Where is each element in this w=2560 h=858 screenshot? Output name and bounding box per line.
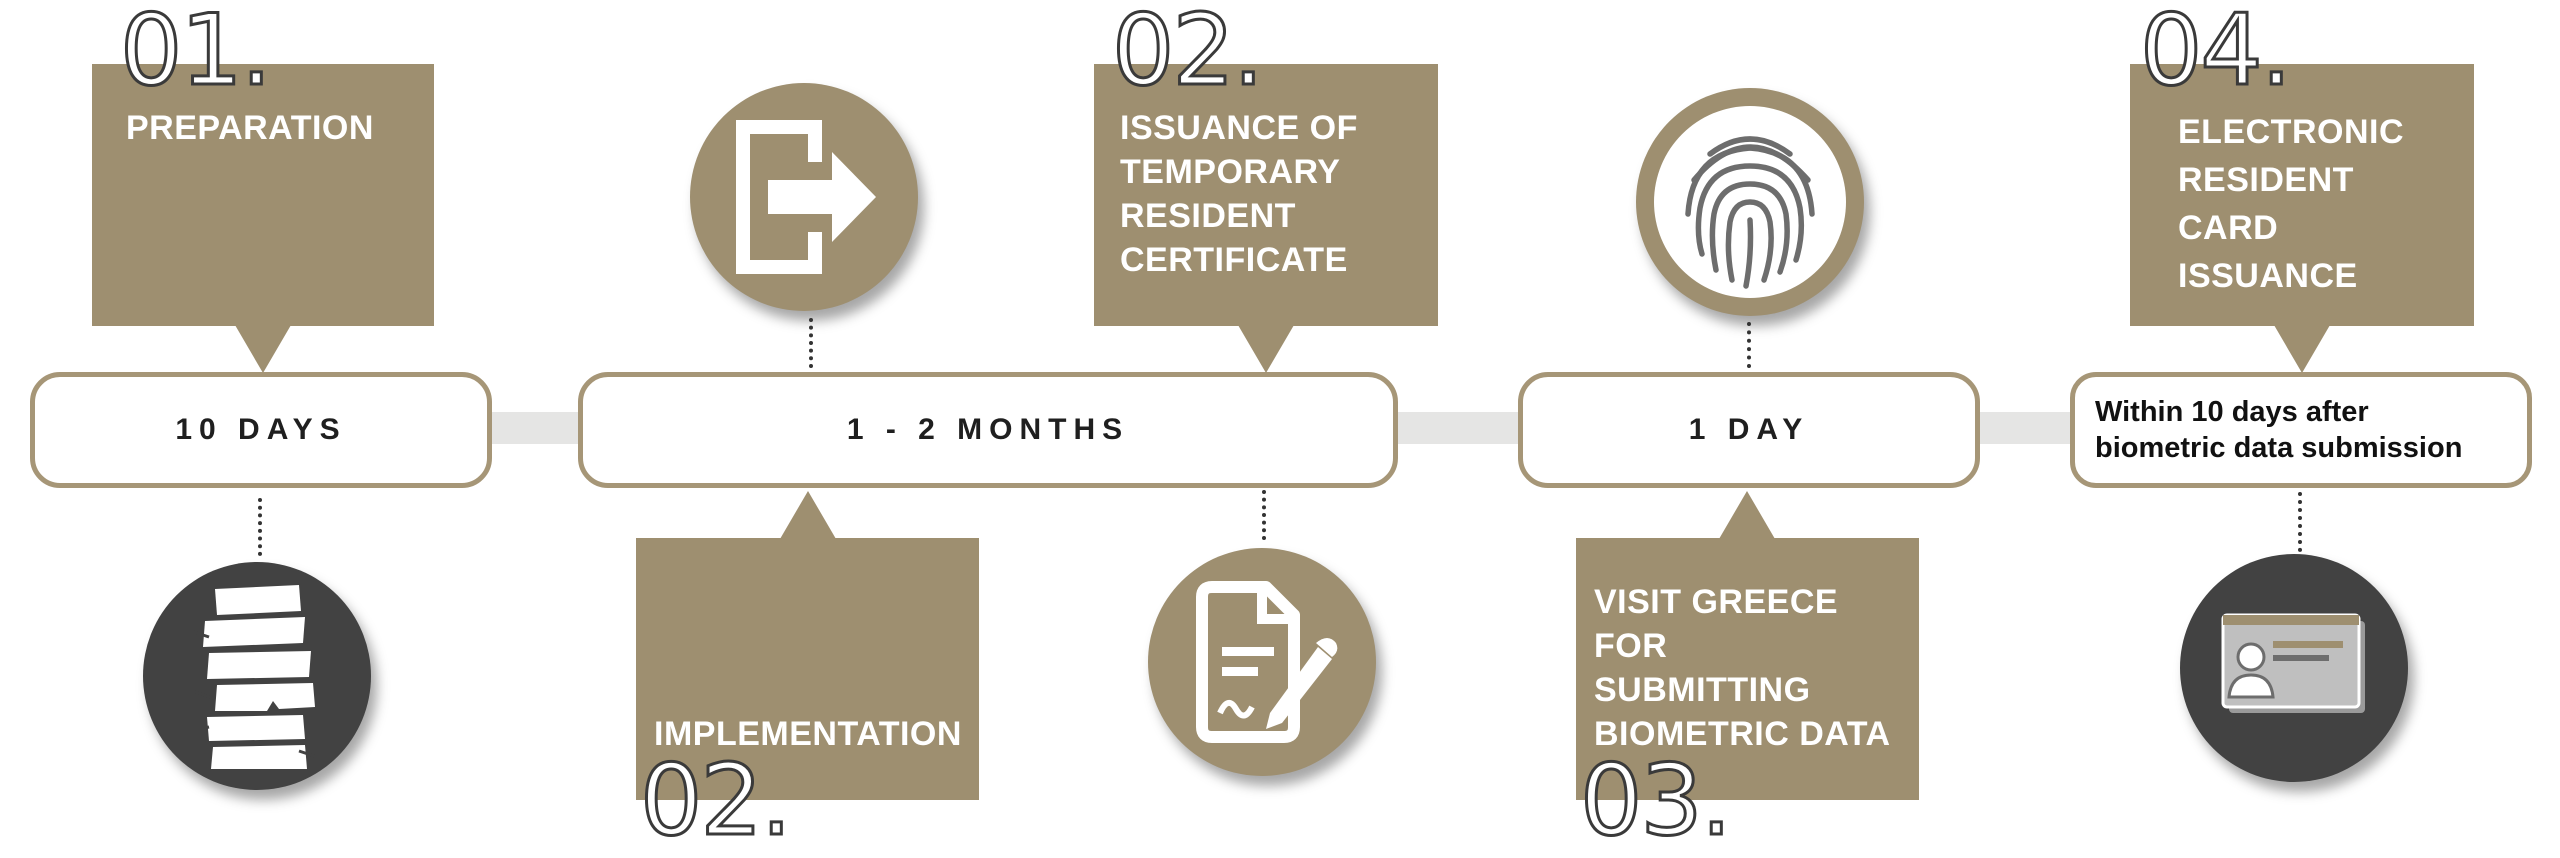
pointer-preparation: [235, 325, 291, 373]
document-stack-circle: [143, 562, 371, 790]
step-title-implementation: IMPLEMENTATION: [654, 715, 962, 753]
step-card-temporary-certificate: ISSUANCE OF TEMPORARY RESIDENT CERTIFICA…: [1094, 64, 1438, 326]
exit-arrow-circle: [690, 83, 918, 311]
step-number-03: 03.: [1579, 744, 1734, 858]
pointer-card-issuance: [2274, 325, 2330, 373]
duration-label: 1 - 2 MONTHS: [846, 413, 1130, 446]
duration-label: 10 DAYS: [175, 413, 347, 446]
timeline-track-1: [490, 412, 580, 444]
signed-document-circle: [1148, 548, 1376, 776]
pointer-temporary-certificate: [1238, 325, 1294, 373]
duration-note: Within 10 days after biometric data subm…: [2095, 396, 2463, 464]
step-title-biometric: VISIT GREECE FOR SUBMITTING BIOMETRIC DA…: [1594, 583, 1891, 753]
duration-label: 1 DAY: [1688, 413, 1810, 446]
pointer-biometric: [1719, 491, 1775, 539]
step-title-card-issuance: ELECTRONIC RESIDENT CARD ISSUANCE: [2178, 113, 2404, 295]
id-card-icon: [2221, 613, 2365, 713]
step-number-04: 04.: [2139, 0, 2294, 108]
step-number-02-bottom: 02.: [639, 744, 794, 858]
signed-document-icon: [1196, 581, 1338, 743]
dotted-connector: [1262, 490, 1266, 540]
step-card-biometric: VISIT GREECE FOR SUBMITTING BIOMETRIC DA…: [1576, 538, 1919, 800]
step-card-preparation: PREPARATION: [92, 64, 434, 326]
step-number-01: 01.: [119, 0, 274, 108]
dotted-connector: [809, 318, 813, 368]
step-card-card-issuance: ELECTRONIC RESIDENT CARD ISSUANCE: [2130, 64, 2474, 326]
fingerprint-icon: [1654, 106, 1846, 298]
dotted-connector: [2298, 492, 2302, 552]
duration-pill-1-2-months: 1 - 2 MONTHS: [578, 372, 1398, 488]
duration-pill-within-10-days: Within 10 days after biometric data subm…: [2070, 372, 2532, 488]
step-title-temporary-certificate: ISSUANCE OF TEMPORARY RESIDENT CERTIFICA…: [1120, 109, 1358, 279]
duration-pill-10-days: 10 DAYS: [30, 372, 492, 488]
pointer-implementation: [780, 491, 836, 539]
timeline-track-3: [1978, 412, 2073, 444]
id-card-circle: [2180, 554, 2408, 782]
dotted-connector: [258, 498, 262, 556]
step-title-preparation: PREPARATION: [126, 109, 374, 147]
duration-pill-1-day: 1 DAY: [1518, 372, 1980, 488]
step-number-02-top: 02.: [1111, 0, 1266, 108]
document-stack-icon: [190, 585, 318, 769]
exit-arrow-icon: [736, 120, 876, 274]
dotted-connector: [1747, 322, 1751, 368]
step-card-implementation: IMPLEMENTATION: [636, 538, 979, 800]
timeline-track-2: [1395, 412, 1520, 444]
fingerprint-circle: [1636, 88, 1864, 316]
